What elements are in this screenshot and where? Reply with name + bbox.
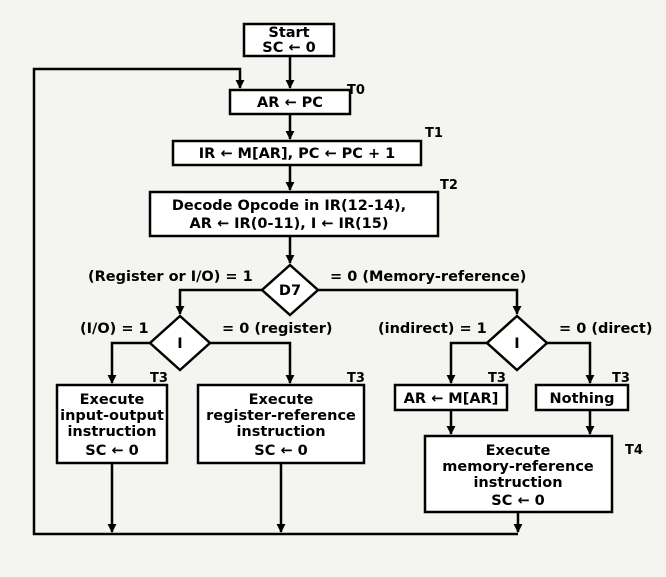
left-i-left-branch-label: (I/O) = 1	[80, 321, 149, 337]
arrow-d7-to-left-i	[175, 288, 262, 315]
timing-t3-register: T3	[347, 371, 365, 386]
right-i-label: I	[514, 336, 519, 352]
mem-box-line3: instruction	[473, 475, 562, 491]
timing-t0: T0	[347, 83, 365, 98]
timing-t2: T2	[440, 178, 458, 193]
arrow-left-i-to-register	[210, 341, 295, 384]
timing-t1: T1	[425, 126, 443, 141]
t0-box-text: AR ← PC	[257, 95, 323, 111]
d7-right-branch-label: = 0 (Memory-reference)	[330, 269, 526, 285]
t1-box-text: IR ← M[AR], PC ← PC + 1	[199, 146, 396, 162]
t2-box	[148, 190, 440, 238]
start-sc-reset: SC ← 0	[262, 40, 315, 56]
mem-box-line4: SC ← 0	[491, 493, 544, 509]
timing-t3-indirect: T3	[488, 371, 506, 386]
return-loop-to-t0	[32, 67, 518, 536]
io-box-line2: input-output	[60, 408, 164, 424]
mem-box-line1: Execute	[486, 443, 551, 459]
indirect-box-text: AR ← M[AR]	[404, 391, 499, 407]
right-i-left-branch-label: (indirect) = 1	[378, 321, 487, 337]
right-i-decision-diamond	[485, 314, 549, 372]
left-i-label: I	[177, 336, 182, 352]
t2-box-line1: Decode Opcode in IR(12-14),	[172, 198, 406, 214]
nothing-box-text: Nothing	[549, 391, 614, 407]
reg-box-line1: Execute	[249, 392, 314, 408]
d7-decision-diamond	[260, 263, 320, 317]
t1-box	[171, 139, 423, 167]
d7-left-branch-label: (Register or I/O) = 1	[88, 269, 253, 285]
arrow-right-i-to-nothing	[547, 341, 595, 384]
arrow-left-i-to-io	[107, 341, 150, 384]
timing-t3-io: T3	[150, 371, 168, 386]
io-box-line1: Execute	[80, 392, 145, 408]
reg-box-line2: register-reference	[206, 408, 356, 424]
left-i-right-branch-label: = 0 (register)	[222, 321, 332, 337]
reg-box-line3: instruction	[236, 424, 325, 440]
right-i-right-branch-label: = 0 (direct)	[559, 321, 652, 337]
indirect-address-box	[393, 383, 509, 412]
left-i-decision-diamond	[148, 314, 212, 372]
mem-box-line2: memory-reference	[442, 459, 594, 475]
arrow-d7-to-right-i	[318, 288, 522, 315]
t0-box	[228, 88, 352, 116]
nothing-box	[534, 383, 630, 412]
io-box-line3: instruction	[67, 424, 156, 440]
reg-box-line4: SC ← 0	[254, 443, 307, 459]
start-label: Start	[268, 25, 309, 41]
arrow-right-i-to-indirect	[446, 341, 487, 384]
execute-memory-box	[423, 434, 614, 514]
t2-box-line2: AR ← IR(0-11), I ← IR(15)	[190, 216, 389, 232]
timing-t4: T4	[625, 443, 643, 458]
timing-t3-nothing: T3	[612, 371, 630, 386]
io-box-line4: SC ← 0	[85, 443, 138, 459]
d7-label: D7	[279, 283, 301, 299]
